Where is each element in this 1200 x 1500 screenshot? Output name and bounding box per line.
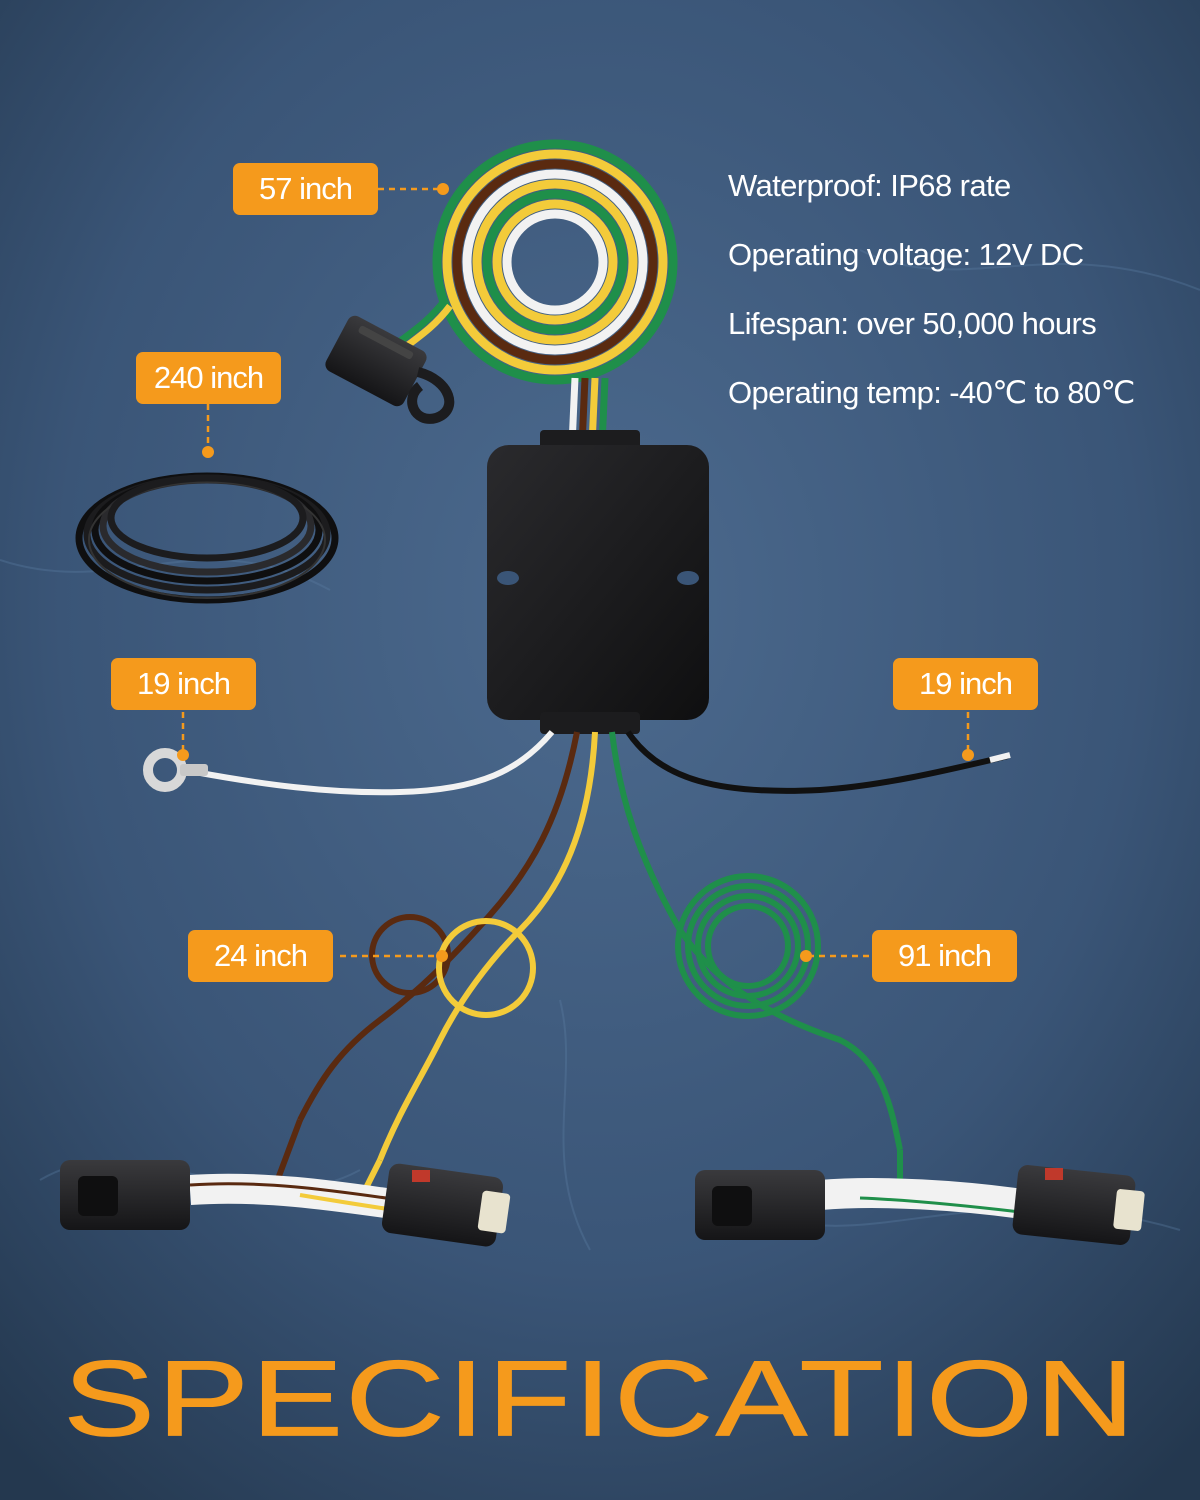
length-label: 19 inch [919,666,1013,701]
spec-temperature: Operating temp: -40℃ to 80℃ [728,375,1135,410]
length-label: 91 inch [898,938,992,973]
length-label: 24 inch [214,938,308,973]
length-badge-24: 24 inch [188,930,333,982]
leader-dots [177,183,974,962]
leader-lines [181,187,970,958]
right-t-connector-harness [695,1150,1145,1245]
page-title: SPECIFICATION [63,1338,1137,1459]
length-badge-57: 57 inch [233,163,378,215]
flat-4pin-plug [325,315,455,424]
length-badge-19-right: 19 inch [893,658,1038,710]
length-label: 19 inch [137,666,231,701]
black-cable-roll [75,472,339,604]
brown-yellow-coils [369,914,536,1018]
length-badge-91: 91 inch [872,930,1017,982]
length-label: 57 inch [259,171,353,206]
spec-waterproof: Waterproof: IP68 rate [728,168,1011,203]
spec-voltage: Operating voltage: 12V DC [728,237,1084,272]
control-module [487,430,709,734]
spec-lifespan: Lifespan: over 50,000 hours [728,306,1097,341]
ring-terminal [143,748,208,792]
length-label: 240 inch [153,360,264,395]
length-badge-240: 240 inch [136,352,281,404]
length-badge-19-left: 19 inch [111,658,256,710]
green-coil [675,873,821,1019]
left-t-connector-harness [60,1118,511,1247]
